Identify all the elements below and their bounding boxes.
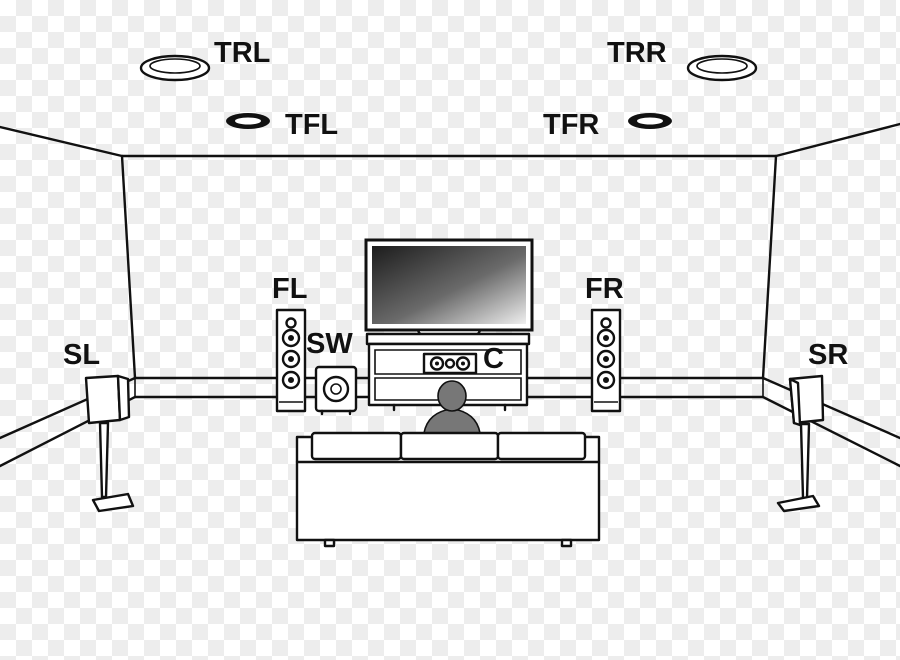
- tfl-ceiling-speaker-icon: [226, 113, 270, 129]
- listener-icon: [423, 380, 481, 434]
- trl-ceiling-speaker-icon: [139, 54, 211, 82]
- fl-label: FL: [272, 273, 307, 305]
- sr-label: SR: [808, 339, 848, 371]
- sw-subwoofer-icon: [314, 365, 358, 416]
- tfl-label: TFL: [285, 109, 338, 141]
- sr-speaker-icon: [776, 374, 825, 513]
- trl-label: TRL: [214, 37, 270, 69]
- fl-speaker-icon: [275, 308, 307, 413]
- sofa-icon: [295, 431, 601, 548]
- tfr-label: TFR: [543, 109, 599, 141]
- sl-label: SL: [63, 339, 100, 371]
- trr-label: TRR: [607, 37, 667, 69]
- tfr-ceiling-speaker-icon: [628, 113, 672, 129]
- sl-speaker-icon: [84, 374, 135, 513]
- c-speaker-icon: [422, 352, 478, 375]
- sw-label: SW: [306, 328, 353, 360]
- c-label: C: [483, 343, 504, 375]
- fr-speaker-icon: [590, 308, 622, 413]
- tv-icon: [364, 238, 534, 343]
- trr-ceiling-speaker-icon: [686, 54, 758, 82]
- fr-label: FR: [585, 273, 624, 305]
